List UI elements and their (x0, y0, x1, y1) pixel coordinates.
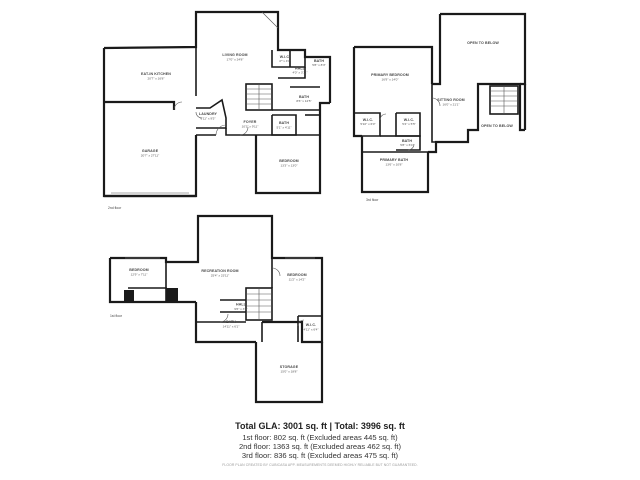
room-dims-hall-2nd: 4'0" x 3'11" (292, 71, 307, 75)
room-name-storage: STORAGE (280, 365, 299, 369)
room-name-sitting-room: SITTING ROOM (437, 98, 465, 102)
room-dims-recreation-room: 25'4" x 23'11" (211, 274, 229, 278)
room-name-primary-bath: PRIMARY BATH (380, 158, 409, 162)
room-name-primary-bedroom: PRIMARY BEDROOM (371, 73, 409, 77)
room-dims-hall-1st: 9'6" x 3'0" (234, 307, 248, 311)
first-floor-plan: BEDROOM 12'9" x 7'11" RECREATION ROOM 25… (108, 214, 324, 404)
floor-label-1st: 1st floor (110, 314, 123, 318)
total-area-summary: Total GLA: 3001 sq. ft | Total: 3996 sq.… (235, 421, 405, 431)
room-name-wic-1st: W.I.C. (306, 323, 316, 327)
room-dims-bath-2nd-a: 5'8" x 8'3" (312, 63, 326, 67)
room-dims-eat-in-kitchen: 20'7" x 16'8" (148, 77, 165, 81)
room-dims-foyer: 10'3" x 9'11" (242, 125, 259, 129)
room-dims-primary-bath: 13'6" x 10'8" (386, 163, 403, 167)
room-dims-storage: 15'0" x 18'8" (281, 370, 298, 374)
room-name-eat-in-kitchen: EAT-IN KITCHEN (141, 72, 171, 76)
floor-plan-drawing: EAT-IN KITCHEN 20'7" x 16'8" LIVING ROOM… (102, 10, 527, 404)
disclaimer-text: FLOOR PLAN CREATED BY CUBICASA APP. MEAS… (222, 463, 418, 467)
room-dims-bath-3rd: 5'8" x 6'1" (400, 143, 414, 147)
room-name-bath-2nd-c: BATH (279, 121, 289, 125)
room-name-recreation-room: RECREATION ROOM (201, 269, 238, 273)
room-dims-bath-2nd-b: 8'6" x 12'5" (296, 99, 311, 103)
room-dims-primary-bedroom: 16'9" x 14'0" (382, 78, 399, 82)
room-name-wic-2nd: W.I.C. (280, 55, 290, 59)
room-name-garage: GARAGE (142, 149, 159, 153)
first-floor-area: 1st floor: 802 sq. ft (Excluded areas 44… (242, 433, 398, 442)
room-dims-wic-1st: 4'11" x 6'4" (303, 328, 318, 332)
room-dims-living-room: 17'0" x 24'8" (227, 58, 244, 62)
room-dims-bath-2nd-c: 5'1" x 4'11" (276, 126, 291, 130)
room-name-hall-1st: HALL (236, 303, 247, 307)
room-name-foyer: FOYER (244, 120, 257, 124)
room-dims-laundry: 6'11" x 9'5" (200, 117, 215, 121)
room-dims-garage: 20'7" x 27'11" (141, 154, 159, 158)
room-dims-bath-1st: 14'11" x 6'1" (223, 325, 240, 329)
room-dims-wic-3rd-a: 5'10" x 6'0" (360, 122, 375, 126)
room-dims-bedroom-2nd: 13'3" x 13'0" (281, 164, 298, 168)
room-name-bath-2nd-a: BATH (314, 59, 324, 63)
room-name-hall-2nd: HALL (295, 67, 306, 71)
floor-label-2nd: 2nd floor (108, 206, 122, 210)
room-name-bath-2nd-b: BATH (299, 95, 309, 99)
room-name-laundry: LAUNDRY (199, 112, 218, 116)
third-floor-area: 3rd floor: 836 sq. ft (Excluded areas 47… (241, 451, 399, 460)
room-dims-bedroom-1st-b: 11'2" x 14'2" (289, 278, 306, 282)
room-name-bedroom-1st-b: BEDROOM (287, 273, 306, 277)
room-name-living-room: LIVING ROOM (222, 53, 247, 57)
room-name-bath-3rd: BATH (402, 139, 412, 143)
room-name-open-to-below-1: OPEN TO BELOW (467, 41, 499, 45)
second-floor-area: 2nd floor: 1363 sq. ft (Excluded areas 4… (238, 442, 402, 451)
room-name-wic-3rd-a: W.I.C. (363, 118, 373, 122)
room-dims-wic-3rd-b: 5'4" x 5'5" (402, 122, 416, 126)
floor-label-3rd: 3rd floor (366, 198, 379, 202)
room-name-open-to-below-2: OPEN TO BELOW (481, 124, 513, 128)
room-name-bath-1st: BATH (226, 320, 236, 324)
room-name-bedroom-2nd: BEDROOM (279, 159, 298, 163)
room-dims-wic-2nd: 4'* x 4'0" (279, 59, 291, 63)
room-dims-bedroom-1st-a: 12'9" x 7'11" (131, 273, 148, 277)
room-dims-sitting-room: 16'0" x 21'1" (443, 103, 460, 107)
room-name-bedroom-1st-a: BEDROOM (129, 268, 148, 272)
third-floor-plan: OPEN TO BELOW PRIMARY BEDROOM 16'9" x 14… (352, 12, 527, 202)
second-floor-plan: EAT-IN KITCHEN 20'7" x 16'8" LIVING ROOM… (102, 10, 332, 210)
room-name-wic-3rd-b: W.I.C. (404, 118, 414, 122)
